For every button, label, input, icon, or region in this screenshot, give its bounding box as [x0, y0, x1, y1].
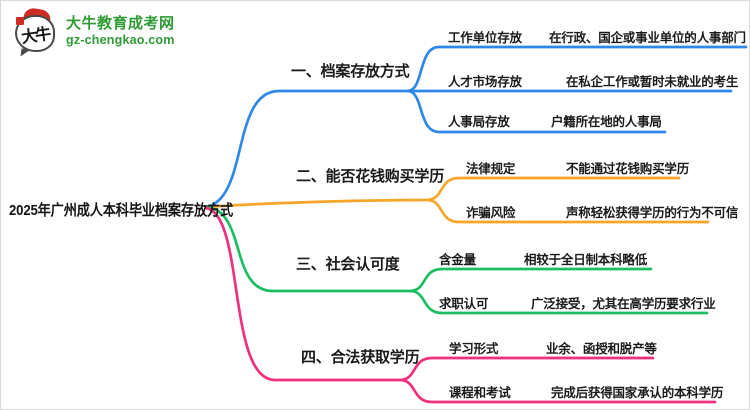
branch-1-main-line [204, 89, 410, 209]
leaf-label: 含金量 [439, 253, 476, 267]
site-name: 大牛教育成考网 [66, 15, 175, 32]
leaf-label: 人才市场存放 [448, 75, 522, 89]
branch-1-leaf-3-line [406, 89, 667, 134]
branch-2-leaf-2-line [426, 198, 710, 224]
leaf-node: 人事局存放 户籍所在地的人事局 [448, 111, 662, 130]
leaf-node: 人才市场存放 在私企工作或暂时未就业的考生 [448, 71, 738, 90]
leaf-value: 广泛接受，尤其在高学历要求行业 [531, 297, 716, 311]
root-node: 2025年广州成人本科毕业档案存放方式 [9, 202, 234, 219]
leaf-label: 课程和考试 [449, 386, 511, 400]
branch-4-leaf-1-line [399, 356, 655, 382]
branch-2-label: 二、能否花钱购买学历 [296, 168, 445, 185]
leaf-node: 法律规定 不能通过花钱购买学历 [466, 158, 689, 177]
leaf-value: 户籍所在地的人事局 [551, 115, 662, 129]
leaf-value: 业余、函授和脱产等 [546, 342, 657, 356]
leaf-value: 完成后获得国家承认的本科学历 [551, 386, 724, 400]
branch-3-leaf-1-line [409, 267, 653, 293]
branch-1-leaf-1-line [406, 45, 748, 93]
daniu-logo-icon: 大牛 [13, 6, 59, 54]
site-url: gz-chengkao.com [66, 33, 175, 47]
leaf-value: 在私企工作或暂时未就业的考生 [566, 75, 739, 89]
branch-3-main-line [204, 205, 413, 293]
logo-red-seal-icon [16, 17, 24, 25]
branch-4-label: 四、合法获取学历 [301, 349, 420, 366]
branch-2-leaf-1-line [426, 176, 681, 202]
logo-text-block: 大牛教育成考网 gz-chengkao.com [66, 14, 175, 48]
leaf-node: 求职认可 广泛接受，尤其在高学历要求行业 [439, 293, 716, 312]
leaf-node: 诈骗风险 声称轻松获得学历的行为不可信 [466, 202, 738, 221]
leaf-label: 工作单位存放 [448, 31, 522, 45]
leaf-value: 声称轻松获得学历的行为不可信 [566, 206, 739, 220]
branch-2-main-line [204, 198, 430, 209]
leaf-value: 不能通过花钱购买学历 [566, 162, 690, 176]
leaf-label: 学习形式 [449, 342, 499, 356]
logo-icon-text: 大牛 [20, 25, 51, 47]
branch-3-leaf-2-line [409, 289, 709, 315]
leaf-label: 求职认可 [439, 297, 489, 311]
leaf-label: 人事局存放 [448, 115, 510, 129]
leaf-value: 相较于全日制本科略低 [524, 253, 648, 267]
leaf-node: 工作单位存放 在行政、国企或事业单位的人事部门 [448, 27, 746, 46]
leaf-label: 法律规定 [466, 162, 516, 176]
branch-3-label: 三、社会认可度 [296, 256, 400, 273]
branch-4-main-line [204, 206, 403, 382]
site-logo[interactable]: 大牛 大牛教育成考网 gz-chengkao.com [13, 6, 175, 54]
leaf-label: 诈骗风险 [466, 206, 516, 220]
leaf-node: 含金量 相较于全日制本科略低 [439, 249, 647, 268]
leaf-node: 学习形式 业余、函授和脱产等 [449, 338, 657, 357]
branch-1-label: 一、档案存放方式 [291, 63, 410, 80]
leaf-node: 课程和考试 完成后获得国家承认的本科学历 [449, 382, 723, 401]
leaf-value: 在行政、国企或事业单位的人事部门 [549, 31, 746, 45]
branch-4-leaf-2-line [399, 378, 717, 404]
